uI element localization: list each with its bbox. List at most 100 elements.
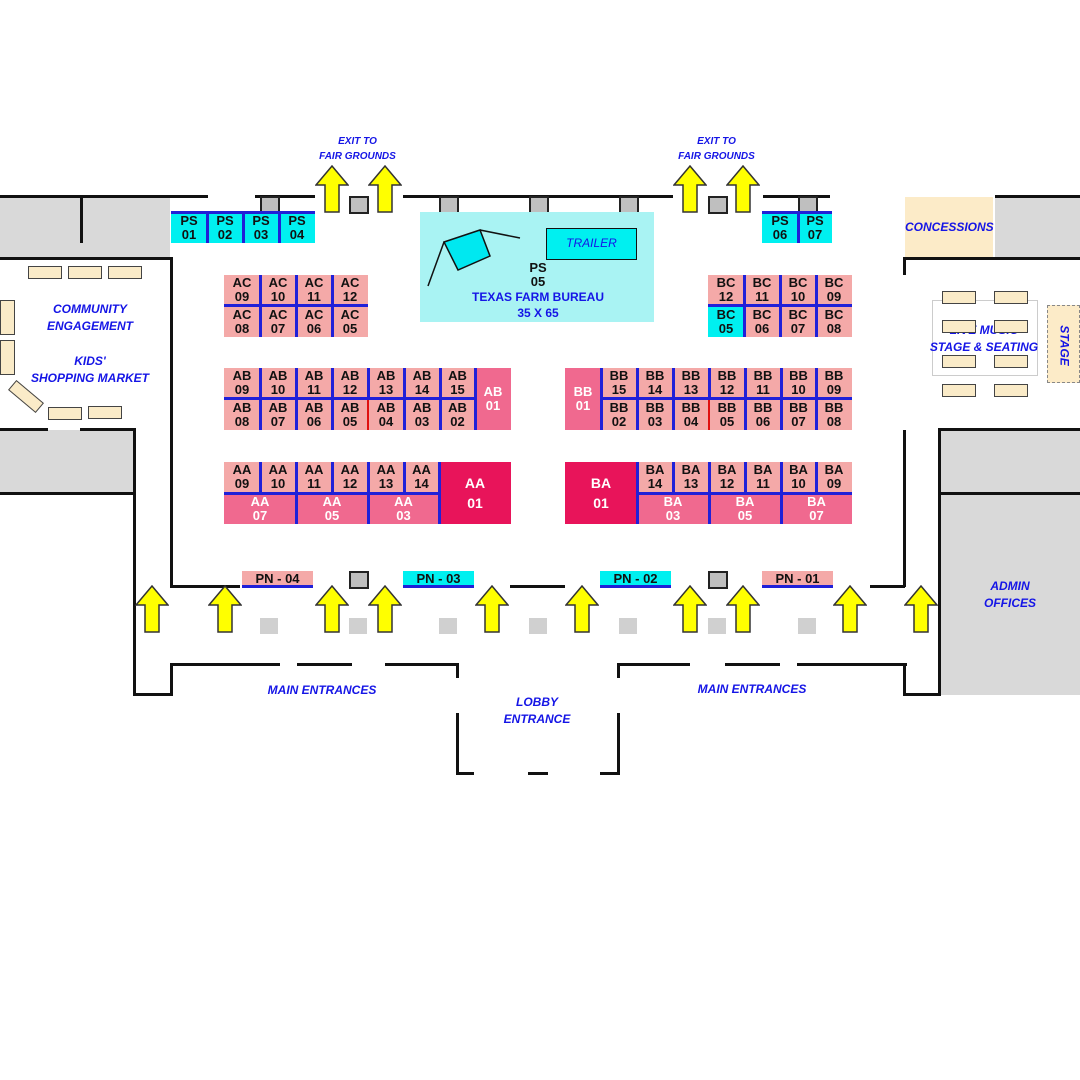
booth-bb-05[interactable]: BB 05 (709, 400, 745, 430)
booth-ab-13[interactable]: AB 13 (368, 368, 404, 398)
booth-ba-11[interactable]: BA 11 (745, 462, 781, 492)
booth-aa-05[interactable]: AA 05 (296, 494, 368, 524)
booth-bb-11[interactable]: BB 11 (745, 368, 781, 398)
concessions-area (905, 197, 993, 257)
booth-ba-12[interactable]: BA 12 (709, 462, 745, 492)
booth-divider (295, 462, 298, 524)
booth-bb-12[interactable]: BB 12 (709, 368, 745, 398)
booth-ab-05[interactable]: AB 05 (332, 400, 368, 430)
booth-ps-03[interactable]: PS 03 (243, 212, 279, 243)
booth-bc-09[interactable]: BC 09 (816, 275, 852, 305)
booth-ab-11[interactable]: AB 11 (296, 368, 332, 398)
booth-ac-06[interactable]: AC 06 (296, 306, 332, 337)
booth-ab-01[interactable]: AB 01 (475, 368, 511, 430)
booth-bc-10[interactable]: BC 10 (780, 275, 816, 305)
booth-ba-10[interactable]: BA 10 (781, 462, 816, 492)
booth-aa-11[interactable]: AA 11 (296, 462, 332, 492)
booth-ab-03[interactable]: AB 03 (404, 400, 440, 430)
wall (0, 428, 48, 431)
room-top-right (995, 197, 1080, 257)
booth-ba-09[interactable]: BA 09 (816, 462, 852, 492)
booth-ab-10[interactable]: AB 10 (260, 368, 296, 398)
booth-ps-05[interactable]: PS 05 (529, 260, 547, 289)
booth-bc-07[interactable]: BC 07 (780, 306, 816, 337)
booth-ab-06[interactable]: AB 06 (296, 400, 332, 430)
booth-bb-15[interactable]: BB 15 (601, 368, 637, 398)
booth-ps-01[interactable]: PS 01 (171, 212, 207, 243)
booth-bb-03[interactable]: BB 03 (637, 400, 673, 430)
stage-area (1047, 305, 1080, 383)
booth-ab-15[interactable]: AB 15 (440, 368, 475, 398)
table (994, 291, 1028, 304)
booth-divider (242, 212, 245, 243)
booth-ba-03[interactable]: BA 03 (637, 494, 709, 524)
booth-bb-02[interactable]: BB 02 (601, 400, 637, 430)
wall (0, 492, 135, 495)
booth-ab-08[interactable]: AB 08 (224, 400, 260, 430)
up-arrow-icon (368, 165, 402, 213)
booth-bb-09[interactable]: BB 09 (816, 368, 852, 398)
booth-bb-14[interactable]: BB 14 (637, 368, 673, 398)
booth-aa-10[interactable]: AA 10 (260, 462, 296, 492)
booth-ac-10[interactable]: AC 10 (260, 275, 296, 305)
booth-aa-14[interactable]: AA 14 (404, 462, 439, 492)
booth-aa-12[interactable]: AA 12 (332, 462, 368, 492)
wall (170, 195, 208, 198)
booth-ab-12[interactable]: AB 12 (332, 368, 368, 398)
booth-ac-08[interactable]: AC 08 (224, 306, 260, 337)
booth-ba-13[interactable]: BA 13 (673, 462, 709, 492)
booth-ps-04[interactable]: PS 04 (279, 212, 315, 243)
tractor-icon (427, 229, 521, 287)
booth-bb-04[interactable]: BB 04 (673, 400, 709, 430)
booth-bc-08[interactable]: BC 08 (816, 306, 852, 337)
trailer (546, 228, 637, 260)
booth-bb-01[interactable]: BB 01 (565, 368, 601, 430)
booth-divider (224, 397, 475, 400)
booth-divider (439, 368, 442, 430)
booth-ba-01[interactable]: BA 01 (565, 462, 637, 524)
booth-bb-13[interactable]: BB 13 (673, 368, 709, 398)
wall (725, 663, 780, 666)
booth-divider (708, 400, 710, 430)
booth-pn-02[interactable]: PN - 02 (600, 571, 671, 588)
booth-bc-11[interactable]: BC 11 (744, 275, 780, 305)
farm-bureau-size-label: 35 X 65 (517, 306, 559, 320)
booth-ac-05[interactable]: AC 05 (332, 306, 368, 337)
booth-ab-14[interactable]: AB 14 (404, 368, 440, 398)
booth-ac-11[interactable]: AC 11 (296, 275, 332, 305)
booth-ba-14[interactable]: BA 14 (637, 462, 673, 492)
booth-ba-07[interactable]: BA 07 (781, 494, 852, 524)
booth-pn-01[interactable]: PN - 01 (762, 571, 833, 588)
booth-bc-12[interactable]: BC 12 (708, 275, 744, 305)
booth-bc-06[interactable]: BC 06 (744, 306, 780, 337)
booth-ac-07[interactable]: AC 07 (260, 306, 296, 337)
booth-ps-06[interactable]: PS 06 (762, 212, 798, 243)
booth-ab-09[interactable]: AB 09 (224, 368, 260, 398)
booth-aa-01[interactable]: AA 01 (439, 462, 511, 524)
booth-ab-04[interactable]: AB 04 (368, 400, 404, 430)
wall (763, 195, 830, 198)
floor-marker (439, 618, 457, 634)
booth-ps-07[interactable]: PS 07 (798, 212, 832, 243)
wall (528, 772, 548, 775)
booth-ab-07[interactable]: AB 07 (260, 400, 296, 430)
booth-bb-10[interactable]: BB 10 (781, 368, 816, 398)
booth-aa-09[interactable]: AA 09 (224, 462, 260, 492)
booth-divider (403, 462, 406, 492)
booth-pn-03[interactable]: PN - 03 (403, 571, 474, 588)
booth-aa-07[interactable]: AA 07 (224, 494, 296, 524)
wall (170, 585, 240, 588)
booth-pn-04[interactable]: PN - 04 (242, 571, 313, 588)
booth-bb-06[interactable]: BB 06 (745, 400, 781, 430)
booth-bc-05[interactable]: BC 05 (708, 306, 744, 337)
booth-aa-03[interactable]: AA 03 (368, 494, 439, 524)
booth-ps-02[interactable]: PS 02 (207, 212, 243, 243)
booth-ac-09[interactable]: AC 09 (224, 275, 260, 305)
booth-aa-13[interactable]: AA 13 (368, 462, 404, 492)
booth-bb-08[interactable]: BB 08 (816, 400, 852, 430)
booth-bb-07[interactable]: BB 07 (781, 400, 816, 430)
wall (870, 585, 905, 588)
booth-ab-02[interactable]: AB 02 (440, 400, 475, 430)
booth-ac-12[interactable]: AC 12 (332, 275, 368, 305)
booth-ba-05[interactable]: BA 05 (709, 494, 781, 524)
